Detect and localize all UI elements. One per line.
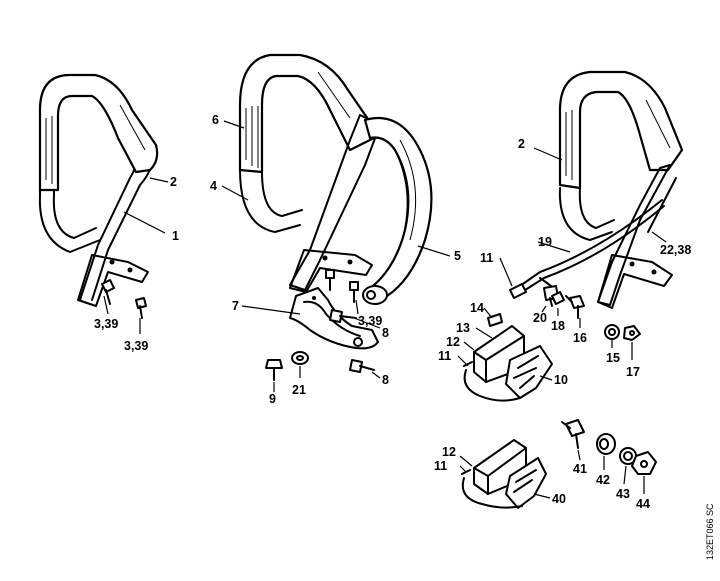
callout-4: 4 [210,179,217,193]
callout-6: 6 [212,113,219,127]
bushing-icon [596,433,616,455]
callout-7: 7 [232,299,239,313]
callout-21: 21 [292,383,306,397]
callout-3-39: 3,39 [124,339,148,353]
callout-3-39: 3,39 [94,317,118,331]
callout-43: 43 [616,487,630,501]
callout-11: 11 [434,459,447,473]
callout-11: 11 [480,251,493,265]
screw-icon [325,269,335,291]
switch-icon [565,295,585,319]
washer-icon [604,324,620,340]
handlebar-right [509,70,684,341]
callout-44: 44 [636,497,650,511]
screw-icon [265,359,283,381]
mounting-parts [561,419,657,475]
leader-lines [103,120,667,499]
callout-11: 11 [438,349,451,363]
callout-17: 17 [626,365,640,379]
callout-14: 14 [470,301,484,315]
callout-12: 12 [442,445,456,459]
callout-labels: 1 2 3,39 3,39 6 4 5 7 3,39 8 8 9 21 2 19… [94,113,691,511]
screw-icon [329,309,357,323]
callout-13: 13 [456,321,470,335]
callout-41: 41 [573,462,587,476]
heating-element-upper [463,313,553,402]
washer-icon [291,351,309,365]
callout-5: 5 [454,249,461,263]
callout-8: 8 [382,373,389,387]
screw-icon [135,297,147,319]
callout-2: 2 [518,137,525,151]
nut-icon [623,325,641,341]
switch-icon [561,419,585,449]
callout-16: 16 [573,331,587,345]
callout-3-39: 3,39 [358,314,382,328]
callout-15: 15 [606,351,620,365]
callout-1: 1 [172,229,179,243]
callout-42: 42 [596,473,610,487]
screw-icon [349,281,359,303]
screw-icon [349,359,375,373]
callout-20: 20 [533,311,547,325]
callout-10: 10 [554,373,568,387]
screw-icon [101,279,115,305]
callout-22-38: 22,38 [660,243,691,257]
callout-12: 12 [446,335,460,349]
callout-40: 40 [552,492,566,506]
nut-icon [631,451,657,475]
nut-icon [551,291,565,305]
callout-18: 18 [551,319,565,333]
callout-8: 8 [382,326,389,340]
heating-element-lower [461,439,547,509]
handlebar-middle [238,53,433,381]
drawing-code: 132ET066 SC [705,503,715,560]
callout-2: 2 [170,175,177,189]
handlebar-left [38,73,159,319]
callout-19: 19 [538,235,552,249]
callout-9: 9 [269,392,276,406]
